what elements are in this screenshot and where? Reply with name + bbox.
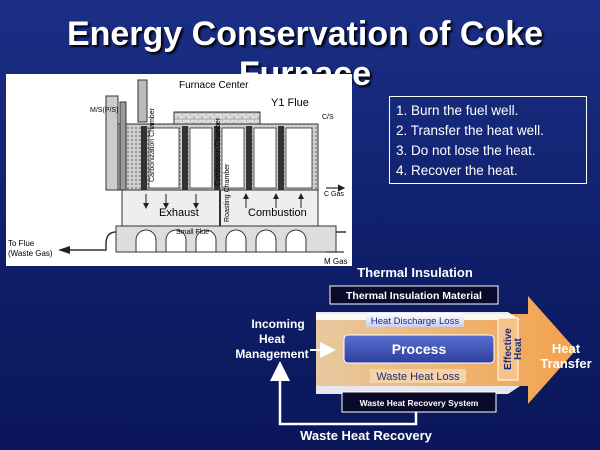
incoming-heat-label-line3: Management (235, 347, 308, 361)
effective-heat-box (497, 317, 519, 381)
small-flue-label: Small Flue (176, 229, 209, 236)
waste-heat-recovery-label: Waste Heat Recovery (300, 428, 433, 443)
thermal-insulation-label: Thermal Insulation (357, 265, 473, 280)
ms-ps-label: M/S(P/S) (90, 107, 118, 114)
m-gas-label: M Gas (324, 257, 348, 266)
to-flue-label: To Flue (8, 239, 35, 248)
waste-heat-loss-band (370, 369, 466, 383)
combustion-label: Combustion (248, 207, 307, 219)
furnace-center-label: Furnace Center (179, 80, 249, 91)
thermal-insulation-material-box (329, 285, 499, 305)
effective-heat-label-line2: Heat (513, 337, 524, 359)
combustion-chamber-label: Combustion Chamber (215, 117, 222, 186)
process-label: Process (392, 341, 447, 357)
waste-heat-recovery-system-box (341, 391, 497, 413)
incoming-heat-label-line1: Incoming (251, 317, 304, 331)
y1-flue-label: Y1 Flue (271, 97, 309, 109)
heat-transfer-label-line1: Heat (552, 341, 581, 356)
roasting-chamber-label: Roasting Chamber (224, 163, 231, 222)
principle-item: 2. Transfer the heat well. (396, 123, 544, 138)
principle-item: 4. Recover the heat. (396, 163, 518, 178)
exhaust-label: Exhaust (159, 207, 199, 219)
carbonization-chamber-label: Carbonization Chamber (149, 107, 156, 182)
heat-discharge-loss-band (366, 313, 464, 327)
thermal-insulation-material-label: Thermal Insulation Material (346, 290, 482, 302)
furnace-schematic: Furnace Center Y1 Flue M/S(P/S) C/S Carb… (8, 79, 348, 266)
incoming-heat-label-line2: Heat (259, 332, 285, 346)
coke-furnace-figure: Furnace Center Y1 Flue M/S(P/S) C/S Carb… (6, 74, 352, 266)
waste-gas-label: (Waste Gas) (8, 249, 53, 258)
waste-heat-recovery-system-label: Waste Heat Recovery System (360, 398, 479, 408)
recovery-loop-arrow (270, 361, 418, 426)
principle-item: 1. Burn the fuel well. (396, 103, 519, 118)
process-box (343, 334, 495, 364)
heat-discharge-loss-label: Heat Discharge Loss (371, 316, 459, 327)
principle-item: 3. Do not lose the heat. (396, 143, 536, 158)
waste-heat-loss-label: Waste Heat Loss (376, 371, 460, 383)
principles-list: 1. Burn the fuel well. 2. Transfer the h… (389, 96, 587, 184)
c-gas-label: C Gas (324, 191, 344, 198)
heat-transfer-label-line2: Transfer (540, 356, 591, 371)
effective-heat-label-line1: Effective (503, 328, 514, 370)
cs-label: C/S (322, 114, 334, 121)
